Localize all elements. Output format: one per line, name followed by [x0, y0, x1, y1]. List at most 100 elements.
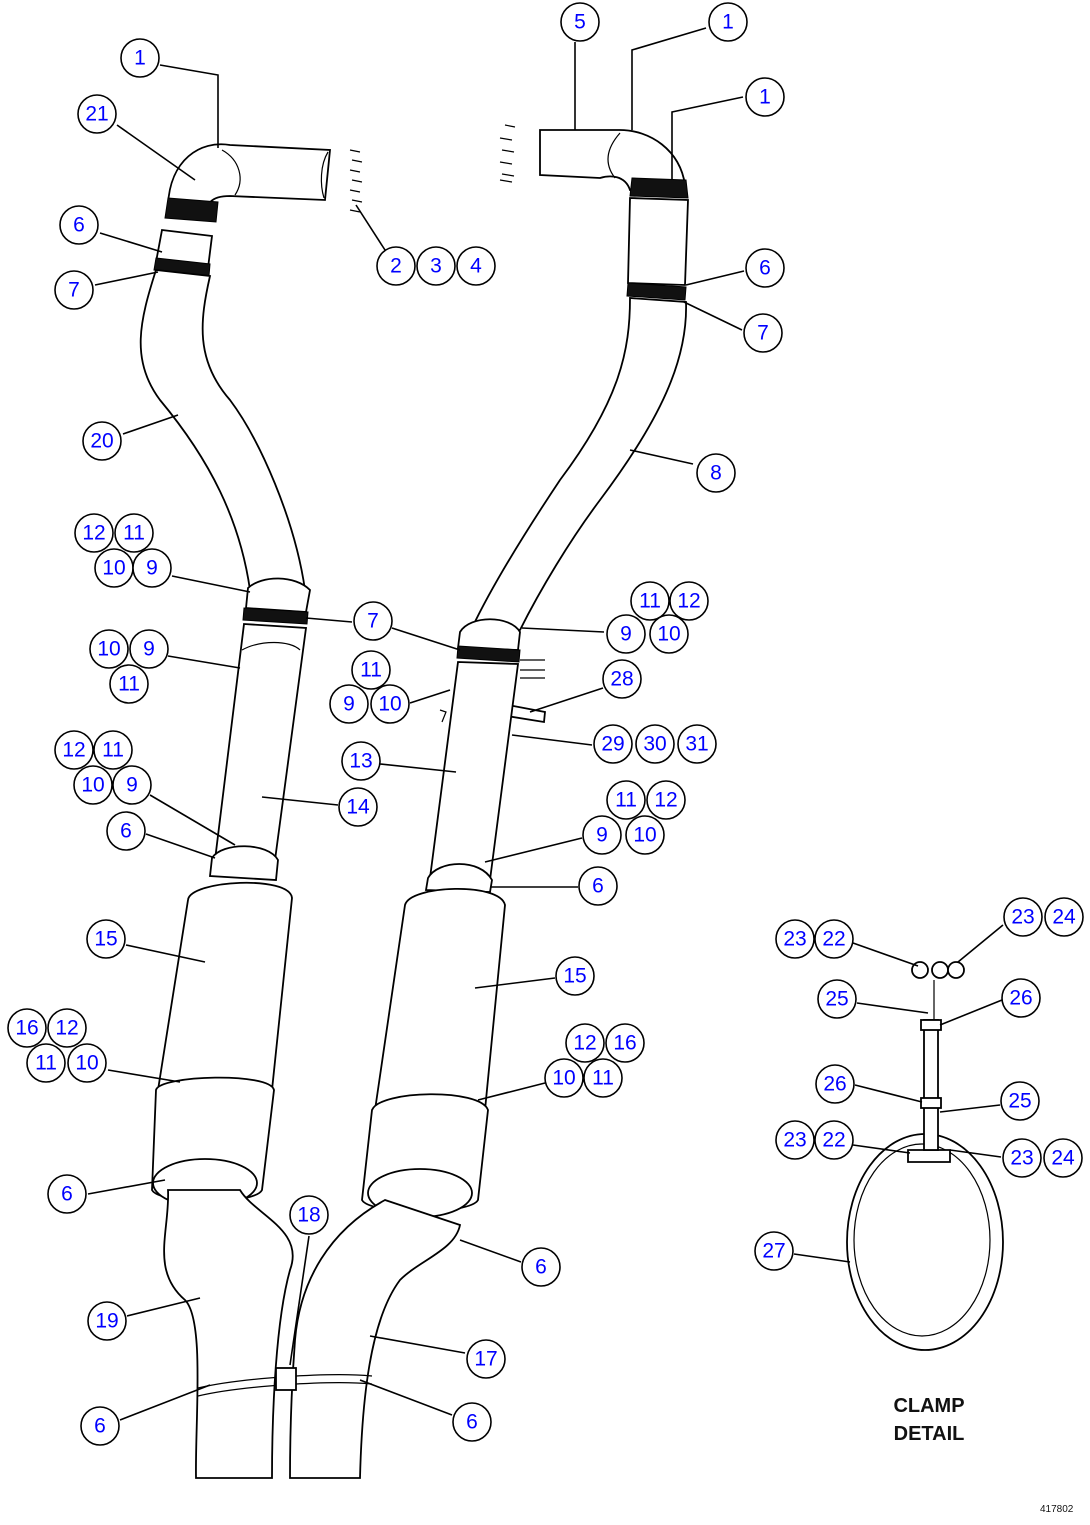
callout: 24: [1043, 1138, 1083, 1178]
callout: 6: [47, 1174, 87, 1214]
callout-label: 7: [68, 279, 80, 302]
callout-label: 10: [97, 638, 120, 661]
callout-label: 18: [297, 1204, 320, 1227]
callout: 10: [73, 765, 113, 805]
callout-label: 24: [1051, 1147, 1075, 1170]
callout: 9: [132, 548, 172, 588]
callout-label: 11: [35, 1052, 57, 1075]
callout-label: 11: [360, 659, 382, 682]
callout: 13: [341, 741, 381, 781]
callout: 9: [329, 684, 369, 724]
callout-label: 11: [592, 1067, 614, 1090]
callout-label: 6: [120, 820, 132, 843]
figure-number: 417802: [1040, 1504, 1074, 1515]
callout-label: 17: [474, 1348, 497, 1371]
callout-label: 6: [466, 1411, 478, 1434]
callout-label: 10: [75, 1052, 98, 1075]
callout-label: 12: [573, 1032, 596, 1055]
callout-label: 9: [143, 638, 155, 661]
callout-label: 5: [574, 11, 586, 34]
callout-label: 11: [615, 789, 637, 812]
callout-label: 23: [783, 1129, 806, 1152]
callout: 11: [606, 780, 646, 820]
callout-label: 28: [610, 668, 633, 691]
callout: 15: [86, 919, 126, 959]
clamp-detail-caption-line2: DETAIL: [894, 1423, 965, 1445]
callout: 23: [1003, 897, 1043, 937]
callout-label: 11: [639, 590, 661, 613]
callout-label: 25: [825, 988, 848, 1011]
callout: 4: [456, 246, 496, 286]
callout-label: 11: [102, 739, 124, 762]
callout: 17: [466, 1339, 506, 1379]
callout-label: 6: [73, 214, 85, 237]
callout-label: 16: [613, 1032, 636, 1055]
callout: 27: [754, 1231, 794, 1271]
callout: 11: [630, 581, 670, 621]
callout-label: 23: [1011, 906, 1034, 929]
callout-label: 22: [822, 928, 845, 951]
leader-lines: [87, 27, 1004, 1421]
callout: 6: [578, 866, 618, 906]
callout: 7: [353, 601, 393, 641]
callout: 16: [7, 1008, 47, 1048]
callout-label: 23: [783, 928, 806, 951]
callout-label: 11: [118, 673, 140, 696]
callout-label: 30: [643, 733, 666, 756]
callout-label: 9: [126, 774, 138, 797]
clamp-detail-caption-line1: CLAMP: [893, 1395, 964, 1417]
callout: 22: [814, 1120, 854, 1160]
callout-label: 7: [757, 322, 769, 345]
callout-label: 14: [346, 796, 370, 819]
callout: 26: [1001, 978, 1041, 1018]
callout-label: 10: [378, 693, 401, 716]
callout-label: 1: [759, 86, 771, 109]
callout-label: 13: [349, 750, 372, 773]
callout-label: 26: [823, 1073, 846, 1096]
callout: 11: [93, 730, 133, 770]
callout: 6: [745, 248, 785, 288]
callout: 23: [775, 1120, 815, 1160]
callout-label: 22: [822, 1129, 845, 1152]
callout-label: 9: [146, 557, 158, 580]
left-pipe-assembly: [139, 143, 363, 1479]
callout: 21: [77, 94, 117, 134]
callout: 10: [544, 1058, 584, 1098]
callout-label: 10: [552, 1067, 575, 1090]
callout-label: 3: [430, 255, 442, 278]
callout: 15: [555, 956, 595, 996]
callout: 29: [593, 724, 633, 764]
callout-label: 11: [123, 522, 145, 545]
callout: 11: [109, 664, 149, 704]
callout: 9: [112, 765, 152, 805]
callout: 6: [80, 1406, 120, 1446]
callout: 24: [1044, 897, 1084, 937]
callout: 12: [669, 581, 709, 621]
callout-label: 10: [81, 774, 104, 797]
callout: 20: [82, 421, 122, 461]
callout-label: 15: [94, 928, 117, 951]
callout-label: 21: [85, 103, 108, 126]
callout: 10: [370, 684, 410, 724]
callout: 9: [606, 614, 646, 654]
callout-label: 8: [710, 462, 722, 485]
callout: 12: [47, 1008, 87, 1048]
callout-label: 6: [535, 1256, 547, 1279]
callout: 12: [74, 513, 114, 553]
callout: 10: [89, 629, 129, 669]
callout-label: 23: [1010, 1147, 1033, 1170]
clamp-detail: [846, 961, 1004, 1351]
callout: 11: [583, 1058, 623, 1098]
callout: 10: [67, 1043, 107, 1083]
callout-label: 6: [94, 1415, 106, 1438]
callout: 11: [351, 650, 391, 690]
callout: 12: [646, 780, 686, 820]
callout-label: 25: [1008, 1090, 1031, 1113]
callout: 8: [696, 453, 736, 493]
bottom-strap: [197, 1367, 373, 1397]
callout: 2: [376, 246, 416, 286]
callout-label: 1: [134, 47, 146, 70]
callout-label: 9: [596, 824, 608, 847]
callout: 10: [625, 815, 665, 855]
